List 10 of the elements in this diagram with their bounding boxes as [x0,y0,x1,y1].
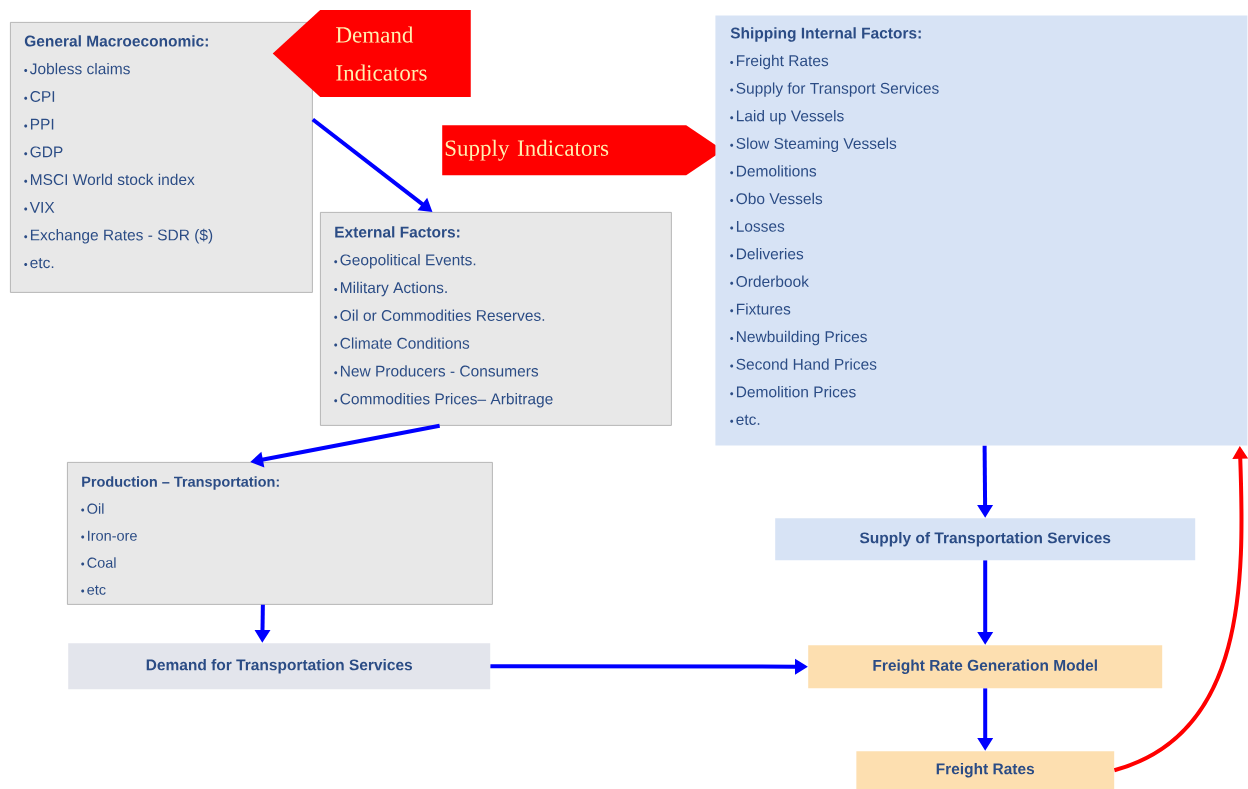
process-box: Freight Rates [856,751,1115,789]
factor-box: General Macroeconomic: Jobless claims CPI PPI GDP MSCI World stock index VIX Exchange Rates - SDR ($) etc. [10,22,313,293]
process-box: Demand for Transportation Services [68,643,491,690]
indicator-banner: Demand Indicators [272,10,471,98]
process-box: Supply of Transportation Services [775,518,1196,561]
indicator-banner: Supply Indicators [442,125,724,176]
factor-box: Shipping Internal Factors: Freight Rates Supply for Transport Services Laid up Vessels Slow Steaming Vessels Demolitions Obo Vessels Losses Deliveries Orderbook Fixtures Newbuilding Prices Second Hand Prices Demolition Prices etc. [715,15,1248,446]
factor-box: External Factors: Geopolitical Events. Military Actions. Oil or Commodities Reserves. Climate Conditions New Producers - Consumers Commodities Prices– Arbitrage [320,212,672,426]
process-box: Freight Rate Generation Model [808,645,1163,689]
factor-box: Production – Transportation: Oil Iron-ore Coal etc [67,462,493,605]
